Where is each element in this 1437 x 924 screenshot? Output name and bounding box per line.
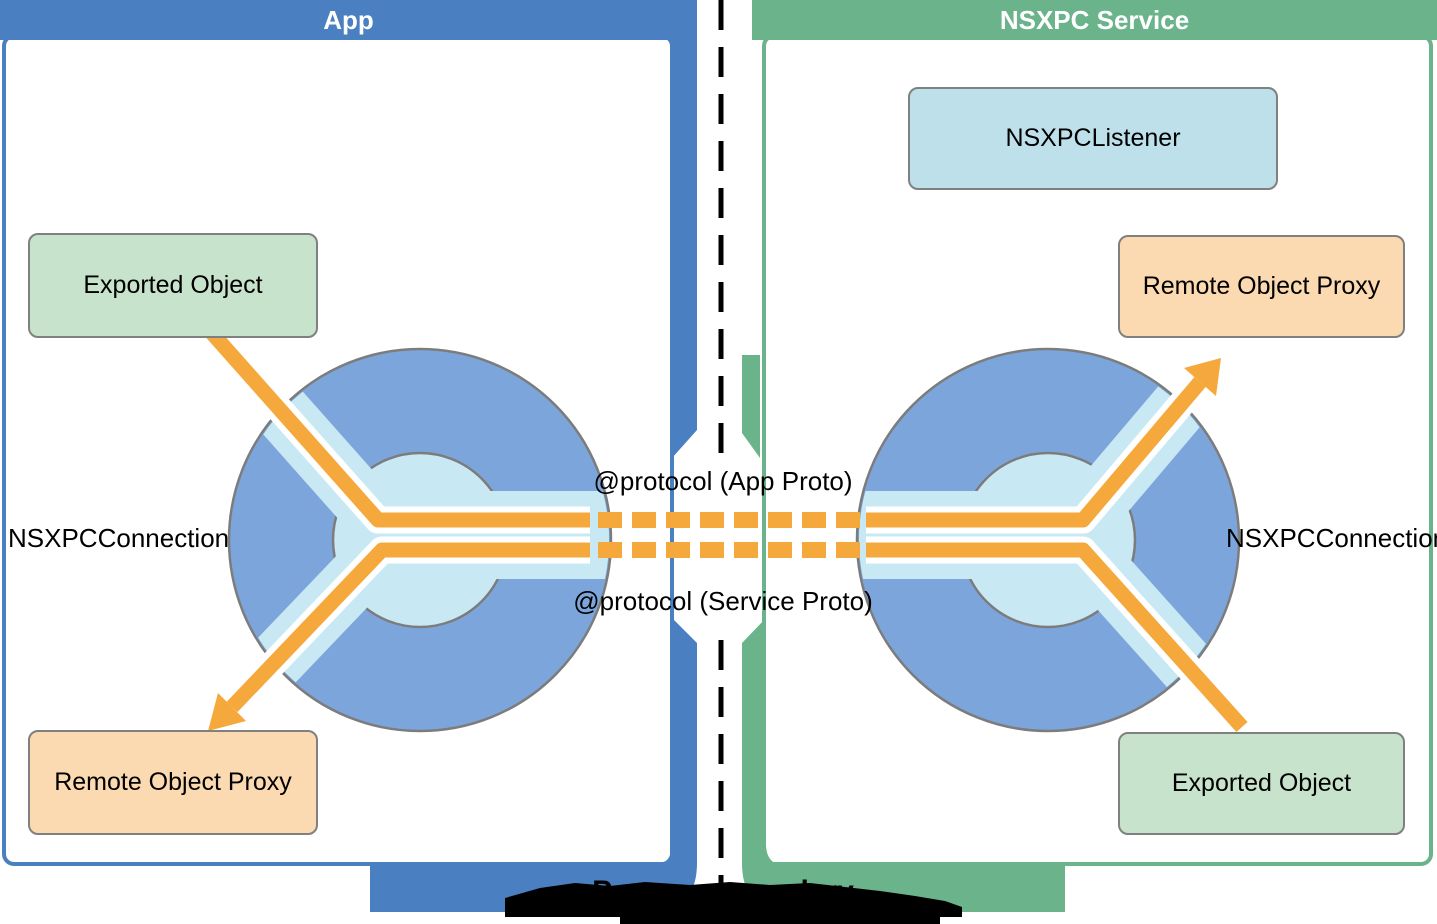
nsxpc-listener-box: NSXPCListener — [908, 87, 1278, 190]
app-connection-label: NSXPCConnection — [8, 522, 230, 553]
service-ribbon-upper-strip — [742, 355, 760, 458]
service-exported-object-box: Exported Object — [1118, 732, 1405, 835]
arrowhead-app-proxy — [208, 693, 246, 731]
app-remote-object-proxy-box: Remote Object Proxy — [28, 730, 318, 835]
protocol-app-label: @protocol (App Proto) — [593, 465, 853, 496]
service-ribbon-bottom-hook — [742, 618, 1065, 912]
arrow-to-service-proxy — [866, 377, 1206, 528]
message-arrows — [201, 324, 1253, 737]
arrow-to-app-proxy — [226, 542, 590, 713]
app-panel-title: App — [323, 4, 374, 35]
arrow-app-exported-out — [206, 328, 590, 528]
arrowhead-service-proxy — [1184, 358, 1221, 396]
service-ribbon-top — [752, 0, 1437, 40]
service-remote-object-proxy-box: Remote Object Proxy — [1118, 235, 1405, 338]
service-panel-title: NSXPC Service — [999, 4, 1190, 35]
boundary-label-blob — [505, 882, 962, 924]
service-connection-label: NSXPCConnection — [1226, 522, 1437, 553]
app-ribbon-bottom-hook — [370, 618, 697, 912]
arrow-service-exported-out — [866, 542, 1248, 733]
protocol-service-label: @protocol (Service Proto) — [573, 585, 873, 616]
app-exported-object-box: Exported Object — [28, 233, 318, 338]
